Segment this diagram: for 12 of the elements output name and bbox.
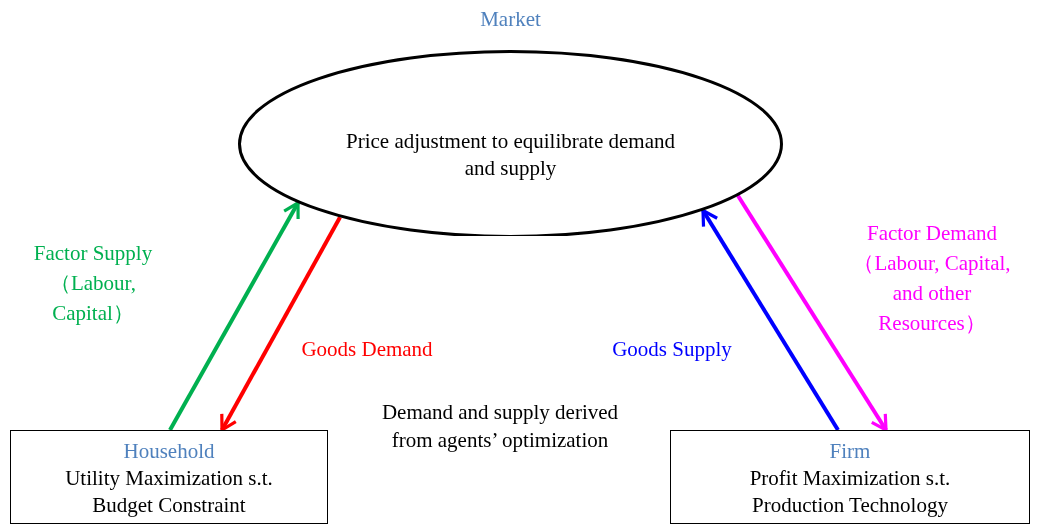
heading: Market: [479, 6, 542, 33]
arrow: [701, 208, 840, 432]
heading: Household: [122, 438, 216, 465]
arrow: [220, 216, 342, 432]
body-text: Profit Maximization s.t. Production Technology: [748, 465, 952, 519]
heading: Firm: [828, 438, 872, 465]
arrow: [736, 194, 888, 432]
body-text: Price adjustment to equilibrate demand and supply: [345, 128, 676, 182]
agent-box: [670, 430, 1030, 524]
agent-box: [10, 430, 328, 524]
arrow: [168, 201, 300, 431]
body-text: Utility Maximization s.t. Budget Constraint: [64, 465, 274, 519]
